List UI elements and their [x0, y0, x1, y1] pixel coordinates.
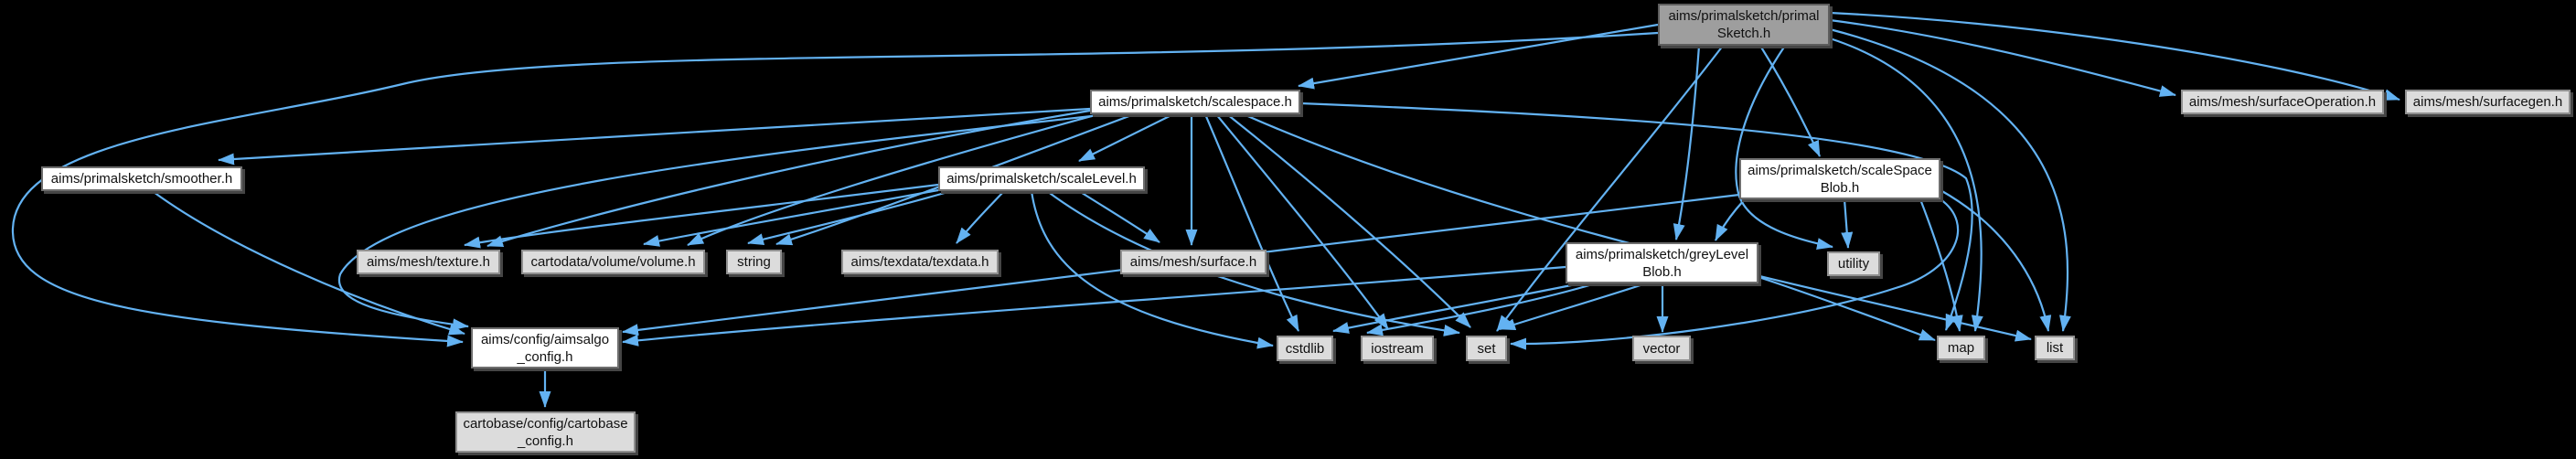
node-label: aims/primalsketch/primal [1668, 8, 1820, 24]
node-label: _config.h [518, 432, 573, 449]
edge-primalSketch-to-surfacegen [1829, 11, 2400, 101]
edge-scaleLevel-to-volume [643, 188, 939, 247]
node-label: cstdlib [1285, 340, 1325, 357]
node-label: cartodata/volume/volume.h [530, 254, 696, 270]
edge-scalespace-to-map [1299, 101, 1973, 331]
node-string[interactable]: string [726, 250, 782, 274]
edge-primalSketch-to-utility [1735, 45, 1833, 250]
edge-scalespace-to-aimsalgo [337, 112, 1109, 331]
node-label: aims/primalsketch/greyLevel [1575, 246, 1749, 262]
edge-scalespace-to-volume [687, 112, 1099, 246]
edge-primalSketch-to-set [1496, 45, 1724, 332]
node-label: aims/mesh/texture.h [366, 254, 491, 270]
edge-greyLevelBlob-to-aimsalgo [622, 265, 1566, 347]
node-label: Blob.h [1642, 263, 1682, 280]
edge-scaleSpaceBlob-to-greyLevelBlob [1715, 198, 1746, 241]
node-volume[interactable]: cartodata/volume/volume.h [521, 250, 705, 274]
node-label: aims/primalsketch/smoother.h [50, 171, 233, 187]
edge-primalSketch-to-scalespace [1298, 23, 1659, 90]
edge-scaleSpaceBlob-to-map [1919, 198, 1963, 332]
edge-scaleSpaceBlob-to-set [1510, 198, 1960, 350]
node-label: list [2046, 340, 2064, 356]
edge-primalSketch-to-list [1829, 27, 2071, 332]
node-set[interactable]: set [1466, 336, 1507, 361]
node-label: Blob.h [1820, 179, 1860, 196]
edge-primalSketch-to-greyLevelBlob [1673, 45, 1701, 240]
node-utility[interactable]: utility [1827, 251, 1880, 276]
node-label: aims/primalsketch/scaleSpace [1748, 162, 1932, 178]
node-label: string [737, 254, 771, 270]
node-scaleLevel[interactable]: aims/primalsketch/scaleLevel.h [938, 166, 1145, 191]
node-label: utility [1837, 256, 1870, 272]
node-label: cartobase/config/cartobase [463, 415, 628, 432]
node-label: set [1477, 340, 1496, 357]
node-map[interactable]: map [1937, 336, 1985, 360]
edge-scaleLevel-to-set [1046, 190, 1460, 336]
node-surfaceOperation[interactable]: aims/mesh/surfaceOperation.h [2181, 90, 2384, 114]
edge-scaleLevel-to-texture [464, 183, 939, 249]
node-label: aims/mesh/surface.h [1129, 254, 1257, 270]
node-cstdlib[interactable]: cstdlib [1277, 336, 1333, 361]
node-label: aims/primalsketch/scaleLevel.h [946, 171, 1137, 187]
node-label: _config.h [517, 348, 573, 365]
node-scalespace[interactable]: aims/primalsketch/scalespace.h [1090, 90, 1300, 114]
node-texture[interactable]: aims/mesh/texture.h [357, 250, 500, 274]
edge-scaleSpaceBlob-to-utility [1841, 198, 1854, 249]
node-cartobase[interactable]: cartobase/config/cartobase_config.h [455, 411, 636, 453]
node-label: map [1947, 340, 1975, 356]
node-label: aims/mesh/surfacegen.h [2412, 94, 2563, 110]
edge-scalespace-to-set [1226, 113, 1471, 328]
edge-greyLevelBlob-to-iostream [1366, 282, 1597, 336]
edge-scalespace-to-iostream [1215, 113, 1389, 330]
node-texdata[interactable]: aims/texdata/texdata.h [841, 250, 999, 274]
edge-scalespace-to-texture [486, 109, 1091, 248]
node-label: aims/mesh/surfaceOperation.h [2188, 94, 2377, 110]
node-vector[interactable]: vector [1632, 336, 1691, 361]
node-list[interactable]: list [2035, 336, 2075, 360]
edge-scaleLevel-to-cstdlib [1030, 190, 1274, 349]
edge-scalespace-to-cstdlib [1203, 113, 1299, 332]
edge-greyLevelBlob-to-cstdlib [1332, 282, 1581, 334]
edge-primalSketch-to-aimsalgo [11, 31, 1659, 347]
node-label: vector [1642, 340, 1681, 357]
edge-scaleLevel-to-surface [1078, 190, 1160, 243]
node-label: aims/config/aimsalgo [480, 331, 610, 347]
edge-scaleLevel-to-texdata [956, 190, 1005, 244]
node-label: Sketch.h [1716, 26, 1771, 41]
node-aimsalgo[interactable]: aims/config/aimsalgo_config.h [471, 327, 619, 368]
node-label: aims/texdata/texdata.h [850, 254, 989, 270]
edge-scalespace-to-scaleLevel [1078, 113, 1174, 162]
edge-primalSketch-to-map [1829, 37, 1983, 332]
edge-scaleLevel-to-string [747, 189, 952, 245]
edge-smoother-to-aimsalgo [153, 191, 465, 336]
edge-primalSketch-to-surfaceOperation [1829, 18, 2176, 97]
edge-primalSketch-to-scaleSpaceBlob [1759, 45, 1821, 157]
node-smoother[interactable]: aims/primalsketch/smoother.h [41, 166, 242, 191]
node-iostream[interactable]: iostream [1361, 336, 1434, 361]
node-label: iostream [1371, 340, 1424, 357]
edge-greyLevelBlob-to-map [1758, 275, 1936, 342]
node-label: aims/primalsketch/scalespace.h [1098, 94, 1292, 110]
node-surfacegen[interactable]: aims/mesh/surfacegen.h [2405, 90, 2571, 114]
edge-scalespace-to-smoother [218, 107, 1091, 165]
edge-greyLevelBlob-to-set [1499, 282, 1647, 331]
node-surface[interactable]: aims/mesh/surface.h [1120, 250, 1267, 274]
edge-scaleSpaceBlob-to-list [1940, 189, 2052, 332]
